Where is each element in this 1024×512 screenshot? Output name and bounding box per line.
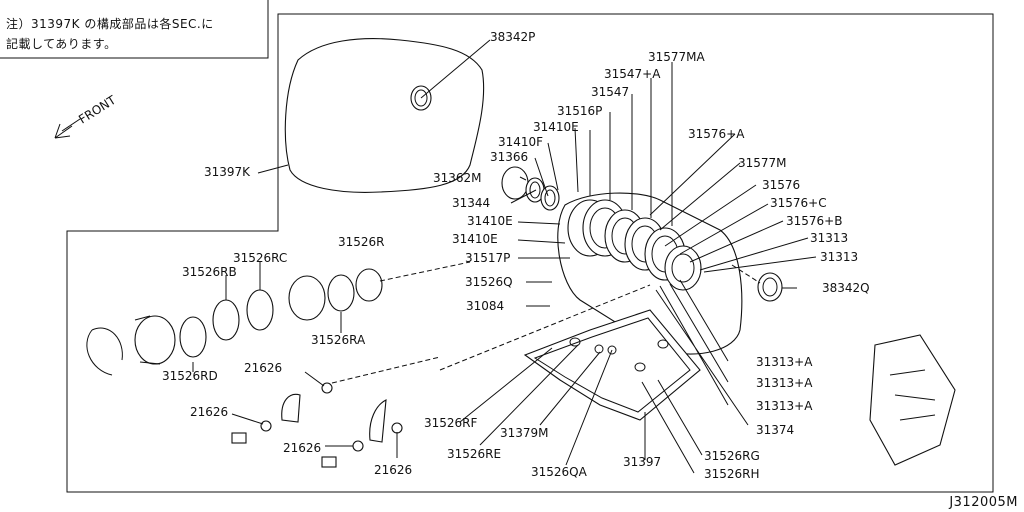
label-31084: 31084 <box>466 299 504 313</box>
label-31577ma: 31577MA <box>648 50 706 64</box>
label-31397: 31397 <box>623 455 661 469</box>
label-31516p: 31516P <box>557 104 602 118</box>
label-31526rc: 31526RC <box>233 251 287 265</box>
label-31517p: 31517P <box>465 251 510 265</box>
label-31526rb: 31526RB <box>182 265 237 279</box>
label-31526re: 31526RE <box>447 447 501 461</box>
label-31576: 31576 <box>762 178 800 192</box>
label-38342q: 38342Q <box>822 281 870 295</box>
label-31410f: 31410F <box>498 135 543 149</box>
label-21626-1: 21626 <box>244 361 282 375</box>
label-31576-a: 31576+A <box>688 127 745 141</box>
label-31526qa: 31526QA <box>531 465 588 479</box>
label-21626-2: 21626 <box>190 405 228 419</box>
leader-lines <box>192 39 817 474</box>
label-31577m: 31577M <box>738 156 787 170</box>
label-31526ra: 31526RA <box>311 333 366 347</box>
label-31547-a: 31547+A <box>604 67 661 81</box>
label-31410e-b: 31410E <box>452 232 498 246</box>
clutch-stack-part <box>501 166 783 355</box>
front-arrow-icon: FRONT <box>54 93 119 139</box>
label-21626-3: 21626 <box>283 441 321 455</box>
label-31526rf: 31526RF <box>424 416 478 430</box>
note-line-1: 注）31397K の構成部品は各SEC.に <box>6 17 214 31</box>
fittings-part <box>231 382 403 468</box>
label-31313-b: 31313 <box>820 250 858 264</box>
label-31362m: 31362M <box>433 171 482 185</box>
label-31526rd: 31526RD <box>162 369 218 383</box>
note-line-2: 記載してあります。 <box>6 37 117 51</box>
label-31526q: 31526Q <box>465 275 513 289</box>
seal-38342q-part <box>757 272 783 302</box>
label-31547: 31547 <box>591 85 629 99</box>
diagram-code: J312005M <box>949 495 1018 510</box>
main-frame <box>66 13 994 493</box>
label-31374: 31374 <box>756 423 794 437</box>
label-31366: 31366 <box>490 150 528 164</box>
label-31526r: 31526R <box>338 235 385 249</box>
valve-body-part <box>869 334 956 466</box>
label-31526rh: 31526RH <box>704 467 760 481</box>
label-31379m: 31379M <box>500 426 549 440</box>
label-31313-a-2: 31313+A <box>756 376 813 390</box>
label-31313-a-3: 31313+A <box>756 399 813 413</box>
note-text: 注）31397K の構成部品は各SEC.に 記載してあります。 <box>6 14 268 54</box>
cover-gasket-part <box>284 38 485 193</box>
label-31576-b: 31576+B <box>786 214 842 228</box>
note-box-border <box>0 0 269 59</box>
label-21626-4: 21626 <box>374 463 412 477</box>
drum-set-part <box>86 268 383 376</box>
label-31410e-top: 31410E <box>533 120 579 134</box>
label-31313-a-1: 31313+A <box>756 355 813 369</box>
label-38342p: 38342P <box>490 30 535 44</box>
label-31526rg: 31526RG <box>704 449 760 463</box>
label-31576-c: 31576+C <box>770 196 827 210</box>
label-31344: 31344 <box>452 196 490 210</box>
callout-labels: 38342P 31397K 31577MA 31547+A 31547 3151… <box>162 30 870 481</box>
label-31313-a: 31313 <box>810 231 848 245</box>
label-31410e-a: 31410E <box>467 214 513 228</box>
label-31397k: 31397K <box>204 165 251 179</box>
front-label: FRONT <box>76 93 119 127</box>
